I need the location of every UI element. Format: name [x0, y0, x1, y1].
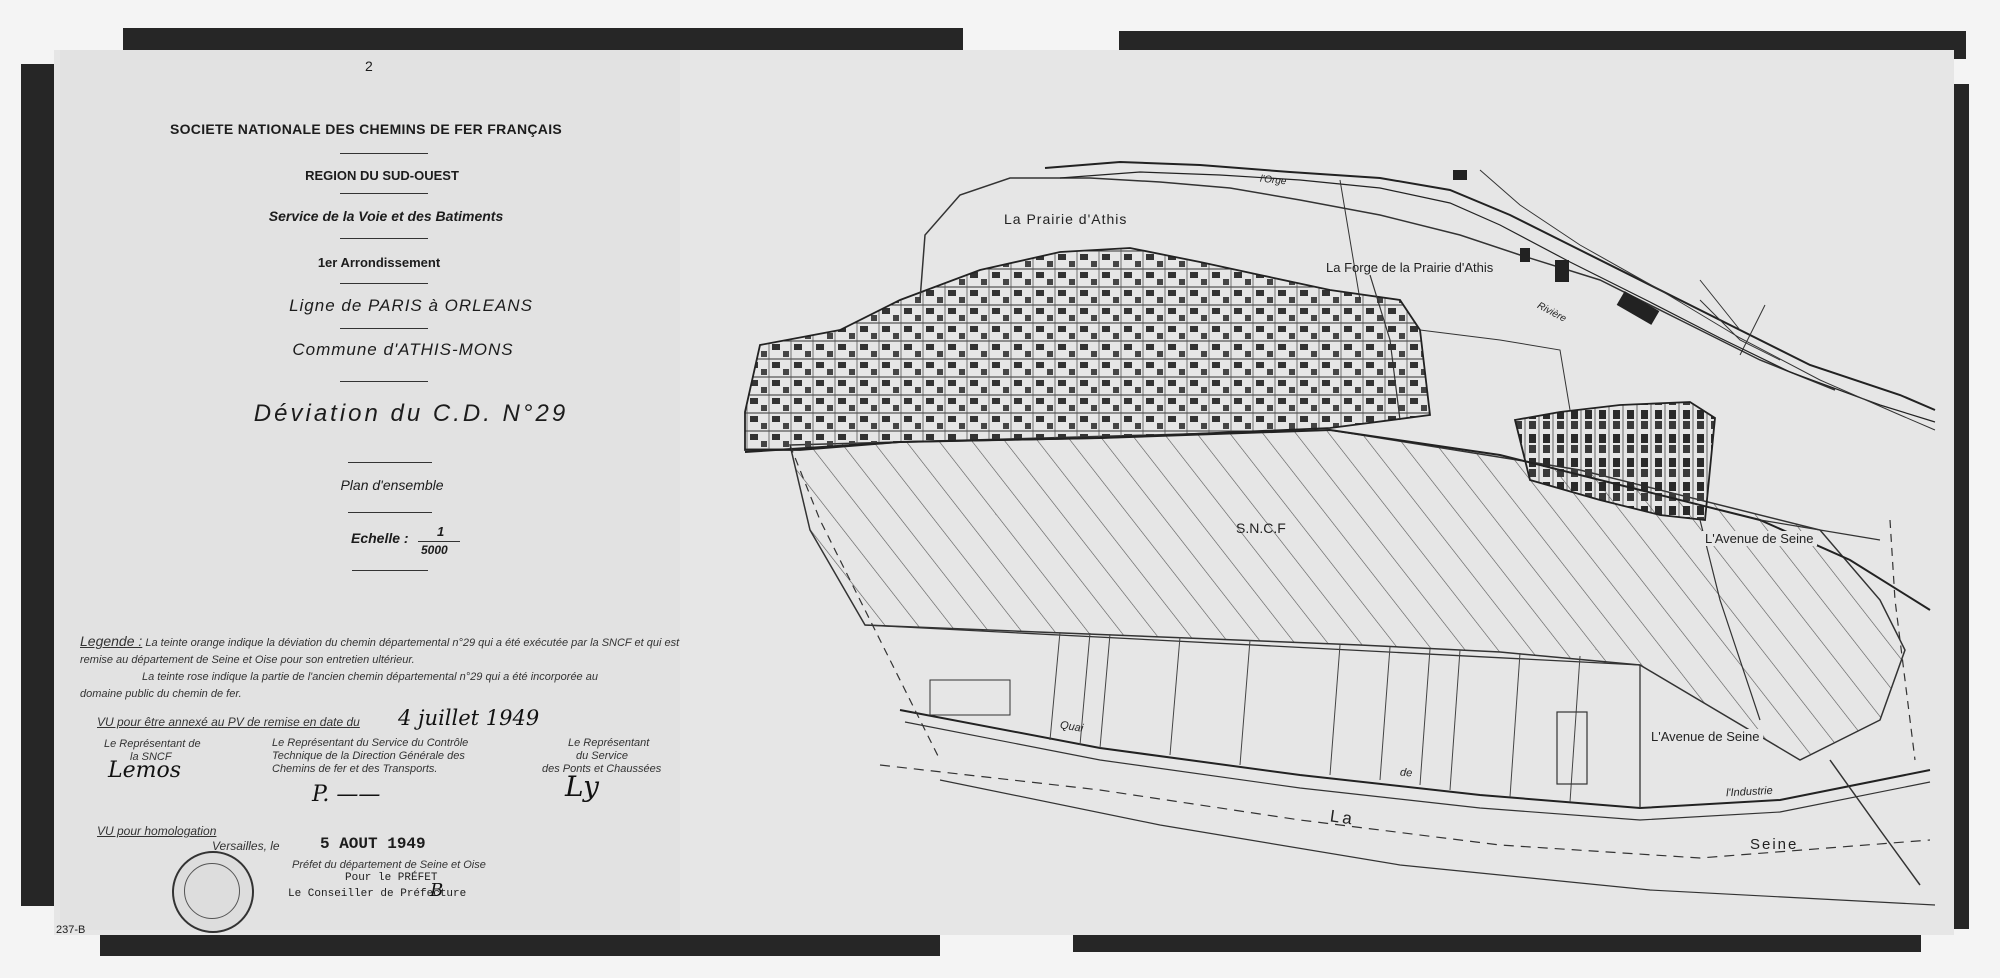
legend-line-1: Legende : La teinte orange indique la dé…	[80, 633, 680, 652]
homologation-line: VU pour homologation	[97, 824, 217, 838]
legend-line-2: remise au département de Seine et Oise p…	[80, 654, 415, 666]
label-prairie-athis: La Prairie d'Athis	[1004, 211, 1128, 227]
label-sncf: S.N.C.F	[1236, 520, 1286, 536]
rule-1	[340, 153, 428, 154]
film-mount-bar-left	[21, 64, 55, 906]
prefecture-seal-stamp	[172, 851, 254, 933]
label-forge: La Forge de la Prairie d'Athis	[1326, 260, 1494, 275]
railway-north	[1479, 169, 1936, 431]
field-strip-lines	[1049, 631, 1581, 803]
arrondissement: 1er Arrondissement	[317, 255, 441, 270]
homologation-date: 5 AOUT 1949	[320, 835, 426, 853]
prairie-boundary	[919, 177, 1836, 391]
small-building-south	[1556, 711, 1588, 785]
signature-sncf: Lemos	[108, 758, 182, 783]
signature-conseiller: B	[430, 880, 444, 901]
rep-control-3: Chemins de fer et des Transports.	[272, 763, 438, 775]
legend-line-3: La teinte rose indique la partie de l'an…	[142, 671, 598, 683]
south-east-diagonal	[1829, 759, 1921, 886]
factory-building-1	[1555, 260, 1569, 282]
road-forge	[1339, 179, 1361, 301]
avenue-seine-lines	[1699, 519, 1881, 721]
road-mare	[1419, 329, 1571, 411]
factory-building-3	[1520, 248, 1530, 262]
label-avenue-seine-north: L'Avenue de Seine	[1702, 531, 1817, 546]
vu-annex-line: VU pour être annexé au PV de remise en d…	[97, 715, 360, 729]
rule-5	[340, 328, 428, 329]
road-inner	[1369, 274, 1401, 421]
road-cd29	[744, 428, 1931, 611]
rep-ponts-1: Le Représentant	[568, 737, 650, 749]
rep-sncf-2: la SNCF	[130, 751, 172, 763]
rep-ponts-3: des Ponts et Chaussées	[542, 763, 662, 775]
legend-label: Legende :	[80, 633, 143, 649]
versailles-label: Versailles, le	[212, 839, 280, 853]
prefet-line: Préfet du département de Seine et Oise	[292, 859, 486, 871]
rule-2	[340, 193, 428, 194]
scale-denominator: 5000	[421, 543, 448, 557]
seal-inner-ring	[184, 863, 240, 919]
rule-8	[348, 512, 432, 513]
page-number: 2	[365, 58, 373, 74]
label-avenue-seine-south: L'Avenue de Seine	[1648, 729, 1763, 744]
scale-fraction-bar	[418, 541, 460, 542]
label-de: de	[1399, 766, 1413, 780]
rep-control-2: Technique de la Direction Générale des	[272, 750, 465, 762]
conseiller-prefecture: Le Conseiller de Préfecture	[288, 888, 467, 900]
plan-title: Déviation du C.D. N°29	[253, 400, 569, 427]
road-north-link	[1699, 299, 1781, 361]
small-parcel-west	[929, 679, 1011, 716]
dashed-boundary-east	[1889, 519, 1916, 761]
pour-le-prefet: Pour le PRÉFET	[345, 872, 438, 884]
town-built-up-area	[744, 247, 1431, 451]
rule-7	[348, 462, 432, 463]
factory-building-4	[1453, 170, 1467, 180]
sncf-hatched-zone	[789, 429, 1906, 761]
rule-6	[340, 381, 428, 382]
road-diagonal-ne	[1699, 279, 1766, 356]
vu-annex-date: 4 juillet 1949	[398, 706, 540, 730]
scale-label: Echelle :	[351, 530, 409, 546]
signature-control: P. ——	[312, 782, 381, 807]
label-la-seine-seine: Seine	[1750, 836, 1799, 853]
quai-industrie-road-edge	[904, 721, 1931, 821]
legend-line-4: domaine public du chemin de fer.	[80, 688, 242, 700]
title-block-panel	[60, 50, 680, 930]
signature-ponts: Ly	[565, 770, 599, 803]
label-industrie: l'Industrie	[1725, 784, 1774, 800]
catalog-number: 237-B	[56, 924, 86, 936]
orge-river	[1044, 160, 1936, 411]
factory-building-2	[1616, 291, 1660, 325]
dashed-boundary-west	[789, 444, 941, 761]
plan-subtitle: Plan d'ensemble	[340, 477, 444, 493]
region-name: REGION DU SUD-OUEST	[305, 168, 459, 183]
rule-3	[340, 238, 428, 239]
rule-9	[352, 570, 428, 571]
orge-river-bank	[1059, 171, 1936, 423]
rep-sncf-1: Le Représentant de	[104, 738, 201, 750]
rep-ponts-2: du Service	[576, 750, 628, 762]
legend-block: Legende : La teinte orange indique la dé…	[80, 633, 680, 703]
scale-numerator: 1	[437, 524, 445, 539]
label-la-seine-la: La	[1328, 806, 1357, 829]
seine-river-bank	[939, 779, 1936, 906]
organization-name: SOCIETE NATIONALE DES CHEMINS DE FER FRA…	[169, 121, 563, 137]
commune-name: Commune d'ATHIS-MONS	[292, 340, 514, 359]
rep-control-1: Le Représentant du Service du Contrôle	[272, 737, 469, 749]
legend-text-1: La teinte orange indique la déviation du…	[145, 637, 680, 649]
rule-4	[340, 283, 428, 284]
town-east-block	[1513, 401, 1716, 521]
service-name: Service de la Voie et des Batiments	[268, 208, 504, 224]
ligne-name: Ligne de PARIS à ORLEANS	[289, 296, 533, 315]
field-parcels	[864, 624, 1641, 808]
